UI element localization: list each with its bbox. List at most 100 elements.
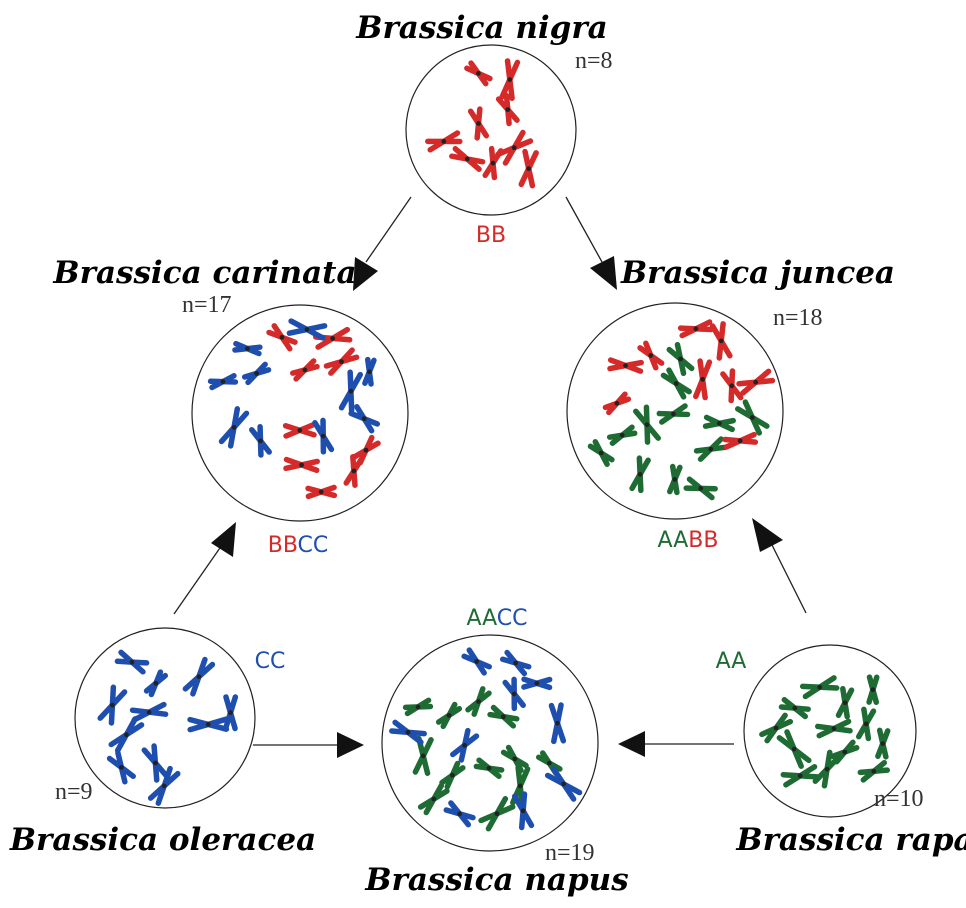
chromosome xyxy=(778,697,811,720)
genome-letter: C xyxy=(512,606,527,631)
chromosome xyxy=(461,647,493,676)
chromosome xyxy=(683,476,718,501)
genome-letter: A xyxy=(673,528,688,553)
chromosome xyxy=(266,323,298,352)
chromosome xyxy=(499,58,521,101)
chromosome xyxy=(286,318,328,341)
chromosome xyxy=(521,676,553,691)
genome-letter: C xyxy=(298,533,313,558)
arrow-nigra-to-carinata xyxy=(353,196,412,291)
chromosome xyxy=(495,129,534,166)
count-oleracea: n=9 xyxy=(55,779,93,805)
genome-letter: C xyxy=(270,649,285,674)
chromosome xyxy=(875,727,891,760)
cell-carinata xyxy=(191,304,409,522)
label-brassica-oleracea: Brassica oleracea xyxy=(9,822,316,858)
chromosome xyxy=(495,92,520,127)
chromosome xyxy=(187,716,230,733)
chromosome xyxy=(465,686,492,717)
chromosome xyxy=(780,764,820,788)
genome-carinata: BBCC xyxy=(268,533,329,558)
chromosome xyxy=(218,406,250,449)
label-brassica-nigra: Brassica nigra xyxy=(355,10,607,46)
count-carinata: n=17 xyxy=(182,292,232,318)
count-napus: n=19 xyxy=(545,840,595,866)
chromosome xyxy=(637,340,665,371)
chromosome xyxy=(660,367,692,400)
chromosome xyxy=(108,716,145,754)
chromosome xyxy=(106,750,136,785)
genome-letter: B xyxy=(283,533,298,558)
chromosome xyxy=(722,431,759,450)
arrow-rapa-to-napus xyxy=(618,731,734,757)
chromosome xyxy=(305,484,338,500)
genome-letter: B xyxy=(476,223,491,248)
chromosome xyxy=(129,701,169,723)
chromosome xyxy=(702,414,736,433)
chromosome xyxy=(629,455,651,494)
chromosome xyxy=(602,391,632,416)
chromosome xyxy=(417,782,450,816)
chromosome xyxy=(666,341,695,377)
chromosome xyxy=(449,146,486,172)
genome-juncea: AABB xyxy=(658,528,719,553)
genome-letter: B xyxy=(688,528,703,553)
genome-letter: B xyxy=(491,223,506,248)
chromosomes-juncea xyxy=(587,319,776,501)
chromosome xyxy=(693,358,713,401)
chromosome xyxy=(693,436,728,462)
genome-letter: A xyxy=(731,649,746,674)
label-brassica-rapa: Brassica rapa xyxy=(735,822,966,858)
count-rapa: n=10 xyxy=(874,786,924,812)
chromosome xyxy=(464,60,493,87)
chromosome xyxy=(607,357,644,374)
chromosome xyxy=(835,686,855,720)
genome-letter: C xyxy=(313,533,328,558)
chromosome xyxy=(799,675,840,700)
chromosome xyxy=(443,800,476,828)
chromosome xyxy=(776,729,812,769)
chromosome xyxy=(633,404,661,445)
chromosome xyxy=(544,766,583,802)
chromosomes-napus xyxy=(389,647,583,832)
genome-rapa: AA xyxy=(716,649,747,674)
arrow-oleracea-to-carinata xyxy=(173,522,236,615)
chromosome xyxy=(677,319,714,339)
chromosome xyxy=(587,439,615,467)
genome-letter: C xyxy=(497,606,512,631)
chromosome xyxy=(282,421,317,439)
chromosome xyxy=(182,656,216,697)
arrow-nigra-to-juncea xyxy=(565,196,617,290)
genome-letter: A xyxy=(658,528,674,553)
chromosome xyxy=(735,399,770,436)
cell-nigra xyxy=(405,44,577,216)
chromosome xyxy=(114,649,150,675)
chromosome xyxy=(487,704,520,729)
chromosome xyxy=(143,669,169,698)
chromosome xyxy=(759,712,794,744)
chromosome xyxy=(232,340,263,357)
genome-letter: A xyxy=(716,649,732,674)
chromosome xyxy=(249,424,272,458)
chromosome xyxy=(473,757,505,779)
chromosome xyxy=(323,347,360,376)
label-brassica-napus: Brassica napus xyxy=(364,862,628,898)
chromosome xyxy=(343,454,365,488)
genome-letter: A xyxy=(482,606,497,631)
chromosome xyxy=(502,676,526,712)
genome-letter: C xyxy=(255,649,270,674)
chromosome xyxy=(548,702,567,745)
genome-nigra: BB xyxy=(476,223,506,248)
chromosomes-carinata xyxy=(207,318,381,500)
chromosome xyxy=(348,403,381,434)
chromosome xyxy=(478,795,516,832)
chromosome xyxy=(499,649,532,677)
chromosomes-oleracea xyxy=(97,649,239,806)
chromosome xyxy=(389,719,427,745)
chromosome xyxy=(855,706,877,742)
arrow-oleracea-to-napus xyxy=(253,732,364,758)
chromosome xyxy=(425,130,463,153)
chromosome xyxy=(511,791,535,831)
chromosome xyxy=(97,684,128,726)
chromosomes-nigra xyxy=(425,58,539,189)
